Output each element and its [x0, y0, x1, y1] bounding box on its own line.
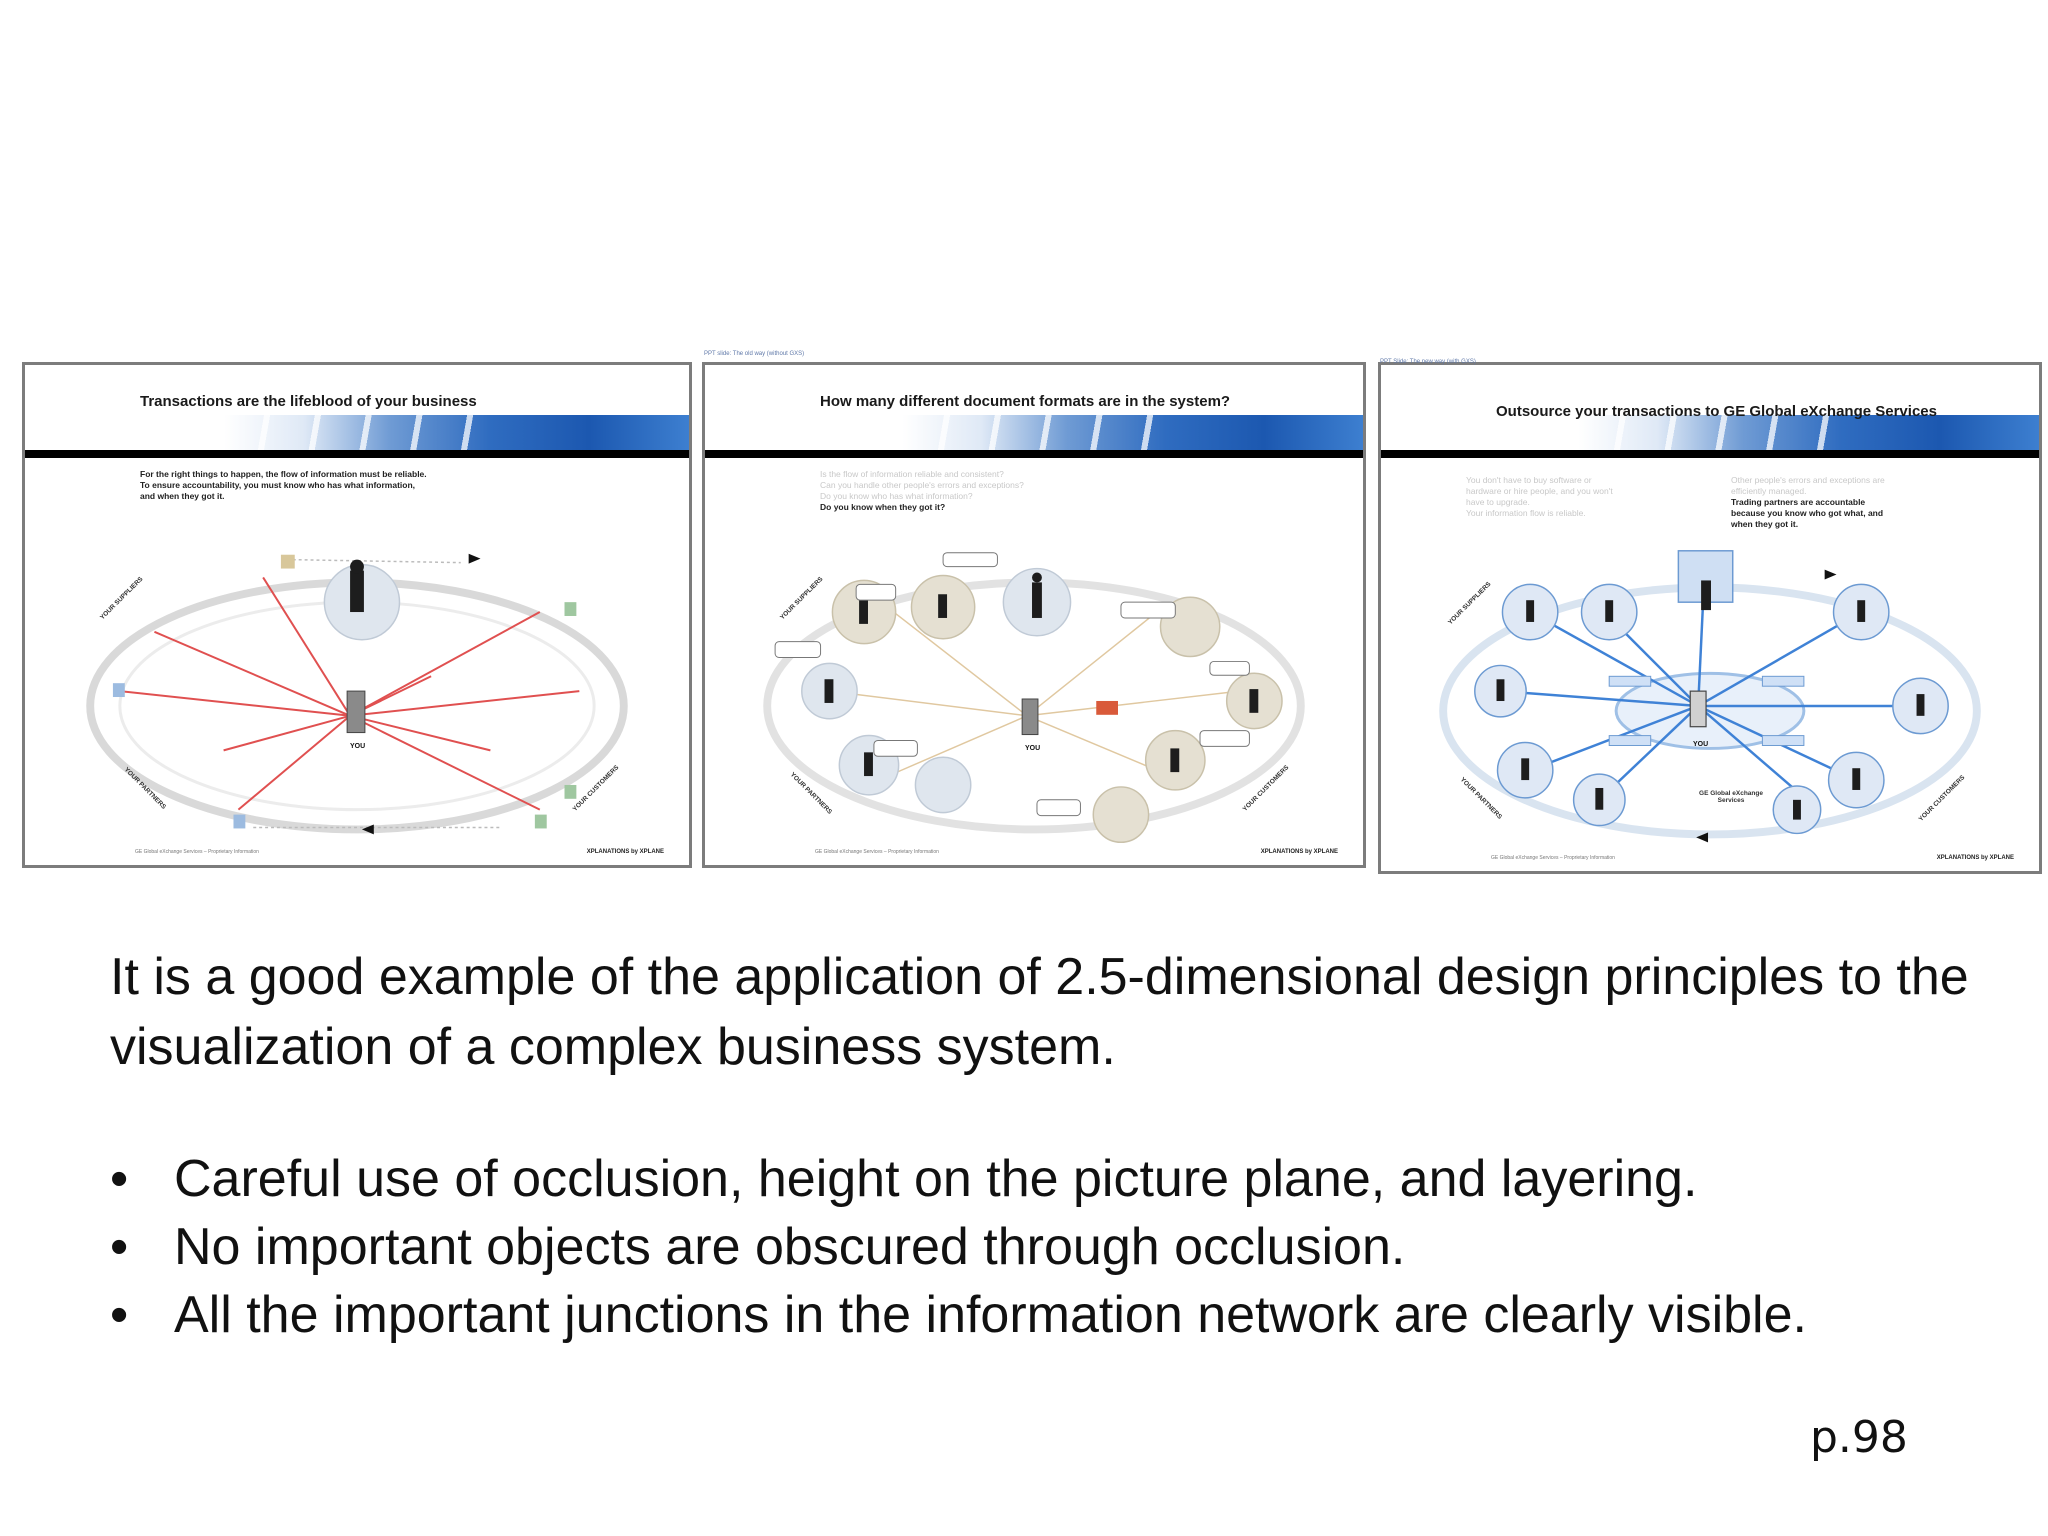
slide-title: Outsource your transactions to GE Global… — [1496, 403, 1937, 420]
slide-footer-right: XPLANATIONS by XPLANE — [586, 849, 664, 855]
slide-intro-faded: Is the flow of information reliable and … — [820, 469, 1024, 501]
network-diagram — [763, 552, 1305, 844]
slide-thumbnail-3: Outsource your transactions to GE Global… — [1378, 362, 2042, 874]
slide-footer-right: XPLANATIONS by XPLANE — [1260, 849, 1338, 855]
slide-footer-left: GE Global eXchange Services – Proprietar… — [1491, 855, 1615, 861]
slide-3-pretitle: PPT Slide: The new way (with GXS) — [1380, 359, 1476, 365]
header-stripes — [1551, 415, 1851, 450]
header-rule — [1381, 450, 2039, 458]
bullet-list: • Careful use of occlusion, height on the… — [110, 1145, 2030, 1349]
slide-footer-left: GE Global eXchange Services – Proprietar… — [815, 849, 939, 855]
bullet-glyph: • — [110, 1218, 129, 1276]
header-stripes — [875, 415, 1175, 450]
ge-gxs-label: GE Global eXchange Services — [1699, 790, 1763, 804]
slide-2-pretitle: PPT slide: The old way (without GXS) — [704, 351, 805, 357]
network-diagram — [1439, 550, 1981, 843]
bullet-item: • All the important junctions in the info… — [110, 1281, 2030, 1349]
slide-footer-right: XPLANATIONS by XPLANE — [1936, 855, 2014, 861]
slide-title: Transactions are the lifeblood of your b… — [140, 393, 477, 410]
slide-footer-left: GE Global eXchange Services – Proprietar… — [135, 849, 259, 855]
bullet-glyph: • — [110, 1286, 129, 1344]
you-label: YOU — [350, 743, 366, 750]
slide-thumbnail-1: Transactions are the lifeblood of your b… — [22, 362, 692, 868]
network-diagram — [86, 553, 628, 835]
header-band-top — [1381, 365, 2039, 415]
bullet-text: All the important junctions in the infor… — [174, 1286, 1807, 1344]
slide-thumbnail-2: How many different document formats are … — [702, 362, 1366, 868]
slide-intro-emphasis: Do you know when they got it? — [820, 502, 946, 512]
bullet-item: • Careful use of occlusion, height on the… — [110, 1145, 2030, 1213]
slide-title: How many different document formats are … — [820, 393, 1231, 410]
header-band-top — [25, 365, 689, 415]
header-stripes — [195, 415, 495, 450]
slide-intro-emphasis: Trading partners are accountable because… — [1731, 497, 1884, 529]
slide-intro-left: You don't have to buy software or hardwa… — [1466, 475, 1613, 519]
bullet-item: • No important objects are obscured throu… — [110, 1213, 2030, 1281]
header-rule — [705, 450, 1363, 458]
slide-intro: Is the flow of information reliable and … — [820, 469, 1024, 513]
page-number: p.98 — [1810, 1412, 1908, 1463]
header-band-top — [705, 365, 1363, 415]
bullet-text: Careful use of occlusion, height on the … — [174, 1150, 1698, 1208]
slide-intro-faded: You don't have to buy software or hardwa… — [1466, 475, 1613, 518]
slide-intro: For the right things to happen, the flow… — [140, 469, 427, 501]
bullet-glyph: • — [110, 1150, 129, 1208]
caption-text: It is a good example of the application … — [110, 948, 1969, 1076]
bullet-text: No important objects are obscured throug… — [174, 1218, 1406, 1276]
slide-intro-right: Other people's errors and exceptions are… — [1731, 475, 1885, 530]
you-label: YOU — [1025, 745, 1041, 752]
you-label: YOU — [1693, 741, 1709, 748]
header-rule — [25, 450, 689, 458]
slide-intro-faded-right: Other people's errors and exceptions are… — [1731, 475, 1885, 496]
